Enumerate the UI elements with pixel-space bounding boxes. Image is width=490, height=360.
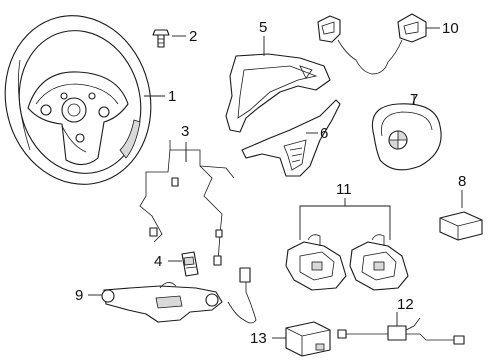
callout-2: 2 [189, 28, 197, 45]
callout-11: 11 [336, 181, 352, 198]
callout-10: 10 [442, 20, 459, 37]
switch-assembly [285, 234, 409, 291]
connector [181, 251, 199, 277]
callout-6: 6 [320, 125, 328, 142]
steering-wheel [4, 15, 152, 185]
lower-trim-cover [241, 99, 341, 177]
callout-4: 4 [154, 253, 162, 270]
trim-bezel [225, 53, 331, 133]
callout-12: 12 [397, 296, 414, 313]
module-block [439, 211, 483, 241]
airbag-module [371, 103, 442, 171]
callout-1: 1 [168, 88, 176, 105]
callout-13: 13 [250, 330, 267, 347]
electronic-module [285, 321, 331, 357]
callout-9: 9 [75, 287, 83, 304]
control-unit [101, 267, 257, 324]
callout-3: 3 [181, 123, 189, 140]
callout-5: 5 [259, 19, 267, 36]
screw [152, 29, 170, 48]
callout-8: 8 [458, 173, 466, 190]
sensor-cable [337, 317, 465, 345]
callout-7: 7 [410, 91, 418, 108]
wiring-harness [139, 140, 235, 266]
switch-pair [317, 13, 427, 75]
